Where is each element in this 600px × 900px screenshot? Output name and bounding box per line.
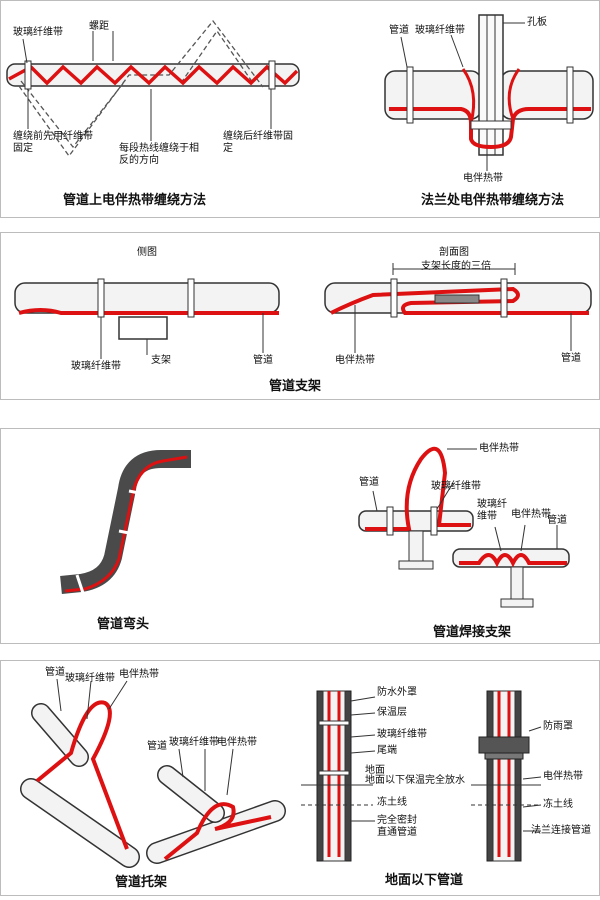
- rain-cover: [478, 736, 530, 754]
- panel-pipe-winding: 玻璃纤维带 螺距 缠绕前先用纤维带固定 每段热线缠绕于相反的方向 缠绕后纤维带固…: [0, 0, 600, 218]
- flange-heat-tape: [389, 107, 591, 150]
- elbow-diagram: [60, 446, 570, 608]
- label-orifice-plate: 孔板: [527, 17, 547, 28]
- label-heat-tape-c: 电伴热带: [543, 771, 583, 782]
- label-heat-tape-a: 电伴热带: [119, 669, 159, 680]
- label-pipe-a: 管道: [45, 667, 65, 678]
- label-pipe: 管道: [359, 477, 379, 488]
- side-pipe: [14, 282, 280, 314]
- orifice-plate: [478, 14, 504, 156]
- label-fix-before: 缠绕前先用纤维带固定: [13, 131, 93, 154]
- label-fiberglass-a: 玻璃纤维带: [65, 673, 115, 684]
- label-pipe-2: 管道: [547, 515, 567, 526]
- label-fiberglass-tape-2: 玻璃纤维带: [477, 499, 507, 522]
- label-frost-line: 冻土线: [377, 797, 407, 808]
- winding-diagram: [6, 14, 594, 171]
- label-fiberglass-tape: 玻璃纤维带: [431, 481, 481, 492]
- caption-flange-winding: 法兰处电伴热带缠绕方法: [421, 193, 565, 208]
- label-rain-cover: 防雨罩: [543, 721, 573, 732]
- label-fiberglass-c: 玻璃纤维带: [377, 729, 427, 740]
- label-fiberglass-tape-right: 玻璃纤维带: [415, 25, 465, 36]
- panel-pipe-support: 侧图 剖面图 支架长度的三倍 玻璃纤维带 支架 管道 电伴热带 管道 管道支架: [0, 232, 600, 400]
- panel-bracket-underground: 管道 玻璃纤维带 电伴热带 管道 玻璃纤维带 电伴热带 防水外罩 保温层 玻璃纤…: [0, 660, 600, 896]
- label-fiberglass-tape: 玻璃纤维带: [71, 361, 121, 372]
- label-pipe-b: 管道: [147, 741, 167, 752]
- caption-elbow: 管道弯头: [97, 617, 150, 632]
- caption-underground: 地面以下管道: [385, 873, 464, 888]
- caption-bracket: 管道托架: [115, 875, 168, 890]
- weld-loop: [365, 446, 471, 531]
- label-heat-tape-2: 电伴热带: [511, 509, 551, 520]
- label-waterproof-cover: 防水外罩: [377, 687, 417, 698]
- section-support: [434, 294, 480, 304]
- caption-pipe-support: 管道支架: [269, 379, 322, 394]
- label-heat-tape: 电伴热带: [463, 173, 503, 184]
- label-tail-end: 尾端: [377, 745, 397, 756]
- label-heat-tape-b: 电伴热带: [217, 737, 257, 748]
- side-support: [118, 316, 168, 340]
- label-below-ground: 地面以下保温完全放水: [365, 775, 465, 786]
- label-heat-tape-top: 电伴热带: [479, 443, 519, 454]
- label-pipe: 管道: [389, 25, 409, 36]
- panel-elbow-welded: 电伴热带 管道 玻璃纤维带 玻璃纤维带 电伴热带 管道 管道弯头 管道焊接支架: [0, 428, 600, 644]
- label-support-triple: 支架长度的三倍: [421, 261, 491, 272]
- label-pitch: 螺距: [89, 21, 109, 32]
- red-spiral: [8, 64, 299, 86]
- label-frost-line-2: 冻土线: [543, 799, 573, 810]
- label-flange-pipe: 法兰连接管道: [531, 825, 591, 836]
- section-heat-tape: [330, 286, 589, 315]
- label-support: 支架: [151, 355, 171, 366]
- label-ground: 地面: [365, 765, 385, 776]
- label-heat-tape: 电伴热带: [335, 355, 375, 366]
- label-straight-pipe: 直通管道: [377, 827, 417, 838]
- caption-pipe-winding: 管道上电伴热带缠绕方法: [63, 193, 207, 208]
- label-full-seal: 完全密封: [377, 815, 417, 826]
- label-section-view: 剖面图: [439, 247, 469, 258]
- label-fiberglass-tape: 玻璃纤维带: [13, 27, 63, 38]
- label-insulation: 保温层: [377, 707, 407, 718]
- caption-welded-support: 管道焊接支架: [433, 625, 512, 640]
- support-diagram: [14, 263, 592, 359]
- label-fix-after: 缠绕后纤维带固定: [223, 131, 293, 154]
- label-side-view: 侧图: [137, 247, 157, 258]
- label-fiberglass-b: 玻璃纤维带: [169, 737, 219, 748]
- elbow-pipe: [60, 450, 191, 594]
- label-pipe-left: 管道: [253, 355, 273, 366]
- label-pipe-right: 管道: [561, 353, 581, 364]
- label-opposite-direction: 每段热线缠绕于相反的方向: [119, 143, 199, 166]
- bracket-diagram: [20, 678, 542, 868]
